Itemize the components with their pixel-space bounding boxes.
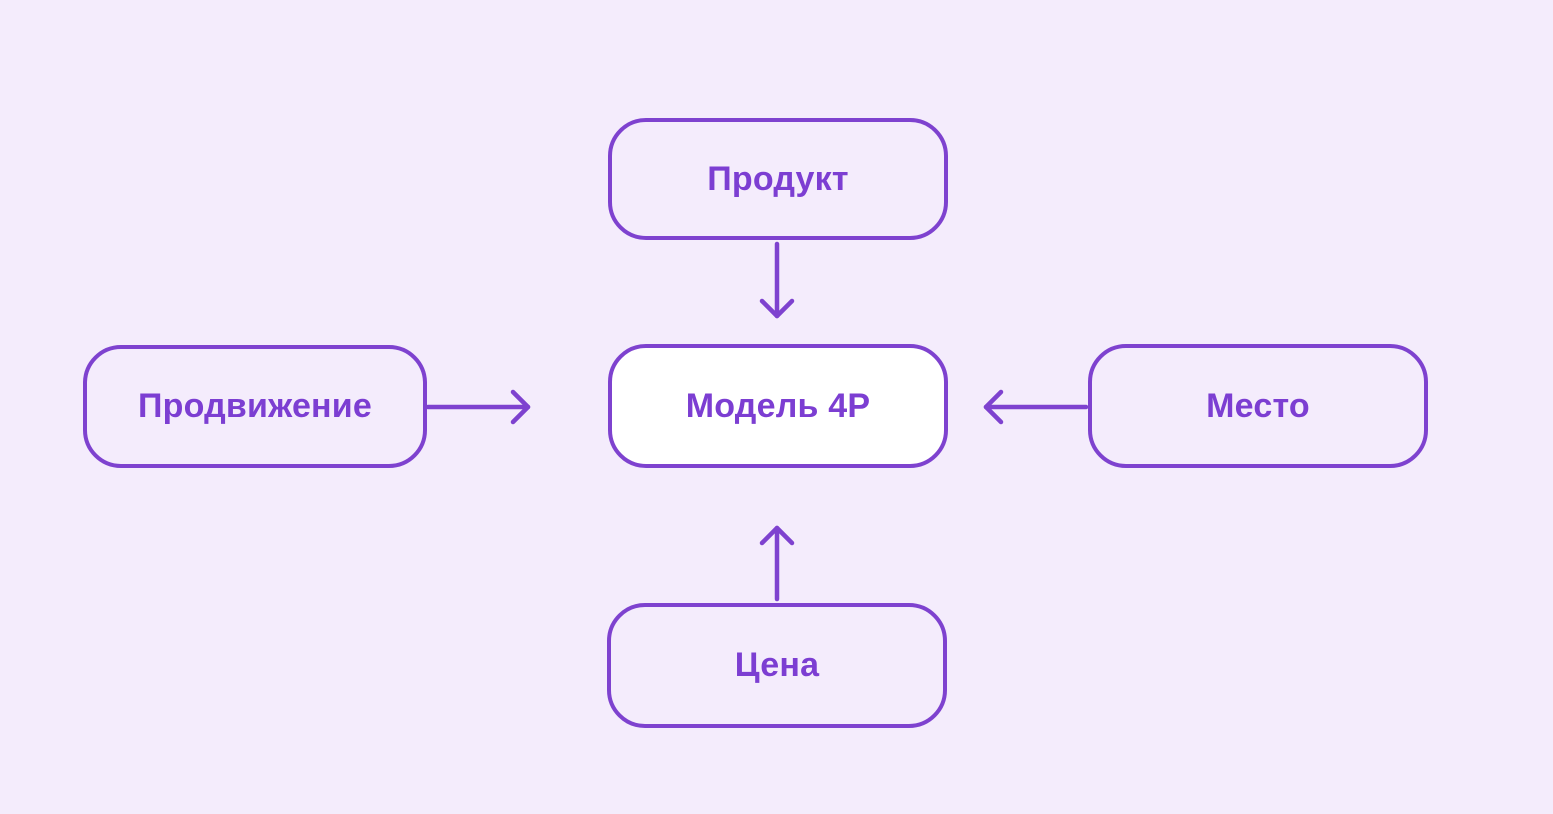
- arrow-place-to-center: [983, 389, 1089, 425]
- node-model-4p-label: Модель 4P: [685, 386, 871, 425]
- arrow-product-to-center: [759, 241, 795, 319]
- node-promotion: Продвижение: [83, 345, 427, 468]
- node-place-label: Место: [1206, 386, 1310, 425]
- arrow-promotion-to-center: [425, 389, 531, 425]
- node-price: Цена: [607, 603, 947, 728]
- node-model-4p: Модель 4P: [608, 344, 948, 468]
- node-promotion-label: Продвижение: [137, 387, 373, 425]
- node-product: Продукт: [608, 118, 948, 240]
- node-product-label: Продукт: [707, 159, 849, 198]
- node-place: Место: [1088, 344, 1428, 468]
- arrow-price-to-center: [759, 525, 795, 602]
- node-price-label: Цена: [734, 646, 820, 684]
